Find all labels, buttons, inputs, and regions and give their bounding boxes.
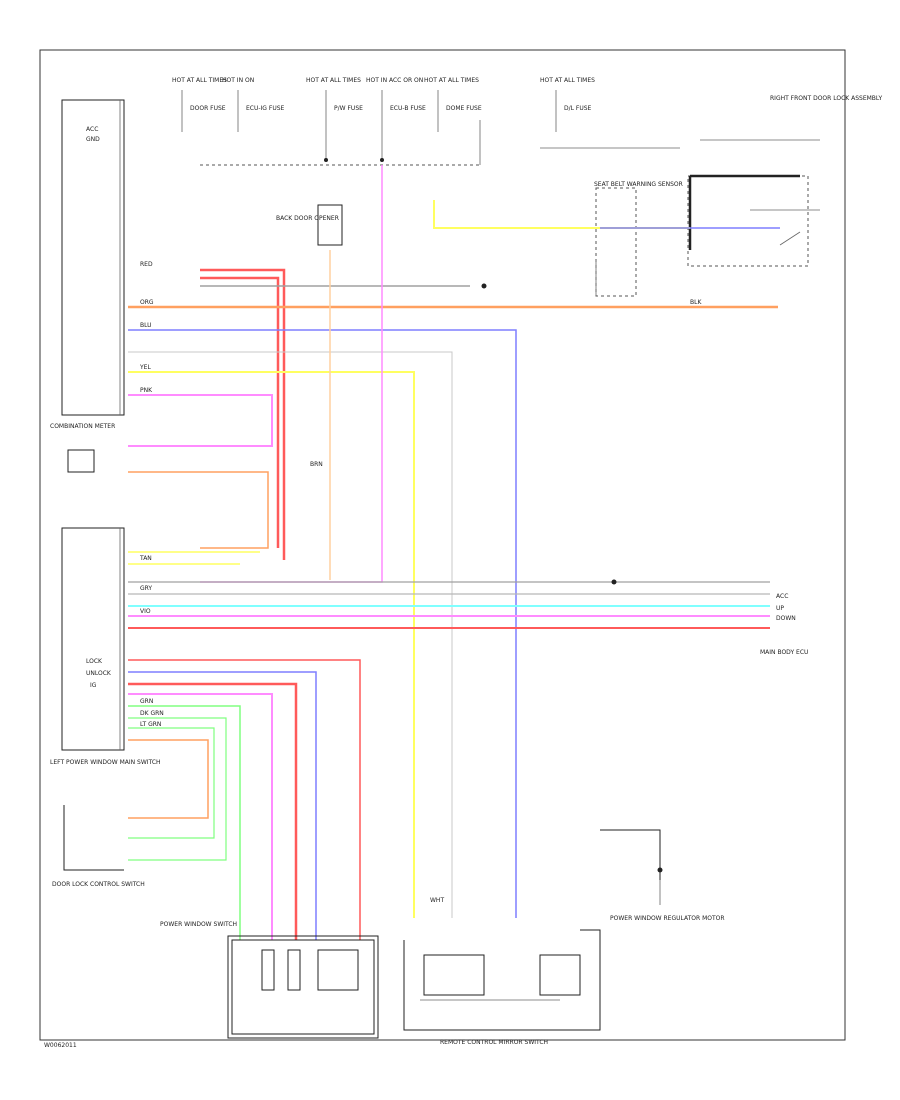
svg-text:HOT AT ALL TIMES: HOT AT ALL TIMES <box>172 77 227 84</box>
wire-orange-low <box>128 739 209 819</box>
relay: BACK DOOR OPENER <box>276 204 343 246</box>
svg-text:UNLOCK: UNLOCK <box>86 670 112 677</box>
svg-text:HOT IN ACC OR ON: HOT IN ACC OR ON <box>366 77 423 84</box>
wire-blue-long <box>128 329 517 918</box>
svg-text:ORG: ORG <box>140 299 154 306</box>
wire-green-low2 <box>128 717 227 861</box>
remote-control-mirror-switch: REMOTE CONTROL MIRROR SWITCH <box>403 929 601 1046</box>
wire-red-b <box>200 276 280 548</box>
fuse-6: HOT AT ALL TIMES D/L FUSE <box>540 77 595 132</box>
fuse-3: HOT AT ALL TIMES P/W FUSE <box>306 77 363 160</box>
wire-red-low2 <box>128 682 298 940</box>
wire-yellow-top <box>433 200 690 229</box>
svg-text:DOWN: DOWN <box>776 615 796 622</box>
fuse-2: HOT IN ON ECU-IG FUSE <box>222 77 285 132</box>
svg-text:HOT AT ALL TIMES: HOT AT ALL TIMES <box>424 77 479 84</box>
svg-text:DOOR FUSE: DOOR FUSE <box>190 105 226 112</box>
svg-text:HOT AT ALL TIMES: HOT AT ALL TIMES <box>540 77 595 84</box>
svg-text:RIGHT FRONT DOOR LOCK ASSEMBLY: RIGHT FRONT DOOR LOCK ASSEMBLY <box>770 95 882 102</box>
fuse-1: HOT AT ALL TIMES DOOR FUSE <box>172 77 227 132</box>
svg-text:ECU-B FUSE: ECU-B FUSE <box>390 105 426 112</box>
wire-yellow-long <box>128 371 415 918</box>
right-front-door-lock-assembly: RIGHT FRONT DOOR LOCK ASSEMBLY <box>687 95 882 267</box>
svg-text:P/W FUSE: P/W FUSE <box>334 105 363 112</box>
svg-text:BLK: BLK <box>690 299 702 306</box>
svg-text:DOME FUSE: DOME FUSE <box>446 105 482 112</box>
svg-text:UP: UP <box>776 605 784 612</box>
svg-text:ACC: ACC <box>86 126 98 133</box>
svg-text:BACK DOOR OPENER: BACK DOOR OPENER <box>276 215 339 222</box>
fuse-4: HOT IN ACC OR ON ECU-B FUSE <box>366 77 426 160</box>
junction-markers <box>324 158 663 873</box>
svg-text:POWER WINDOW SWITCH: POWER WINDOW SWITCH <box>160 921 237 928</box>
diagram-id: W0062011 <box>44 1042 77 1049</box>
combination-meter: COMBINATION METER <box>50 99 125 430</box>
wire-red-a <box>200 268 286 560</box>
svg-text:IG: IG <box>90 682 97 689</box>
svg-text:GRN: GRN <box>140 698 153 705</box>
power-window-switch: POWER WINDOW SWITCH <box>160 921 379 1039</box>
wire-pink-low <box>128 693 273 940</box>
upper-wiring <box>67 165 780 918</box>
svg-text:LEFT POWER WINDOW MAIN SWITCH: LEFT POWER WINDOW MAIN SWITCH <box>50 759 161 766</box>
wire-pink-fuse <box>200 165 383 583</box>
wire-pink-upper <box>128 394 273 447</box>
svg-text:YEL: YEL <box>139 364 151 371</box>
diagram-frame <box>39 49 846 1041</box>
wire-red-low1 <box>128 659 361 940</box>
fuse-5: HOT AT ALL TIMES DOME FUSE <box>424 77 482 132</box>
svg-text:PNK: PNK <box>140 387 153 394</box>
svg-text:TAN: TAN <box>139 555 152 562</box>
svg-text:VIO: VIO <box>140 608 151 615</box>
power-window-regulator-motor: POWER WINDOW REGULATOR MOTOR <box>600 829 725 922</box>
wire-tags: RED BLU ORG YEL PNK GRN BRN WHT GRY BLK … <box>139 261 702 904</box>
lower-wiring <box>128 659 361 940</box>
svg-text:LOCK: LOCK <box>86 658 103 665</box>
svg-text:ECU-IG FUSE: ECU-IG FUSE <box>246 105 285 112</box>
door-lock-control-switch: DOOR LOCK CONTROL SWITCH <box>52 805 145 888</box>
svg-text:HOT AT ALL TIMES: HOT AT ALL TIMES <box>306 77 361 84</box>
wire-green-low1 <box>128 705 241 940</box>
svg-text:WHT: WHT <box>430 897 444 904</box>
wire-gray-2 <box>128 351 453 918</box>
wire-blue-low <box>128 671 317 940</box>
svg-text:RED: RED <box>140 261 153 268</box>
wire-green-low3 <box>128 727 215 839</box>
svg-text:POWER WINDOW REGULATOR MOTOR: POWER WINDOW REGULATOR MOTOR <box>610 915 725 922</box>
svg-text:DK GRN: DK GRN <box>140 710 164 717</box>
svg-text:D/L FUSE: D/L FUSE <box>564 105 592 112</box>
svg-text:SEAT BELT WARNING SENSOR: SEAT BELT WARNING SENSOR <box>594 181 683 188</box>
mid-wiring: MAIN BODY ECU <box>128 551 808 656</box>
svg-text:DOOR LOCK CONTROL SWITCH: DOOR LOCK CONTROL SWITCH <box>52 881 145 888</box>
seat-belt-warning-sensor: SEAT BELT WARNING SENSOR <box>594 181 683 297</box>
svg-text:HOT IN ON: HOT IN ON <box>222 77 254 84</box>
left-power-window-main-switch: LEFT POWER WINDOW MAIN SWITCH <box>50 527 161 766</box>
svg-text:GND: GND <box>86 136 100 143</box>
svg-text:BRN: BRN <box>310 461 323 468</box>
svg-text:MAIN BODY ECU: MAIN BODY ECU <box>760 649 808 656</box>
wire-orange-loop <box>128 471 269 549</box>
svg-text:ACC: ACC <box>776 593 788 600</box>
svg-text:REMOTE CONTROL MIRROR SWITCH: REMOTE CONTROL MIRROR SWITCH <box>440 1039 548 1046</box>
svg-text:GRY: GRY <box>140 585 152 592</box>
svg-text:COMBINATION METER: COMBINATION METER <box>50 423 115 430</box>
svg-text:LT GRN: LT GRN <box>140 721 161 728</box>
svg-text:BLU: BLU <box>140 322 152 329</box>
fuse-block: HOT AT ALL TIMES DOOR FUSE HOT IN ON ECU… <box>172 77 680 166</box>
pin-labels: LOCK UNLOCK IG ACC GND ACC UP DOWN <box>86 126 796 689</box>
